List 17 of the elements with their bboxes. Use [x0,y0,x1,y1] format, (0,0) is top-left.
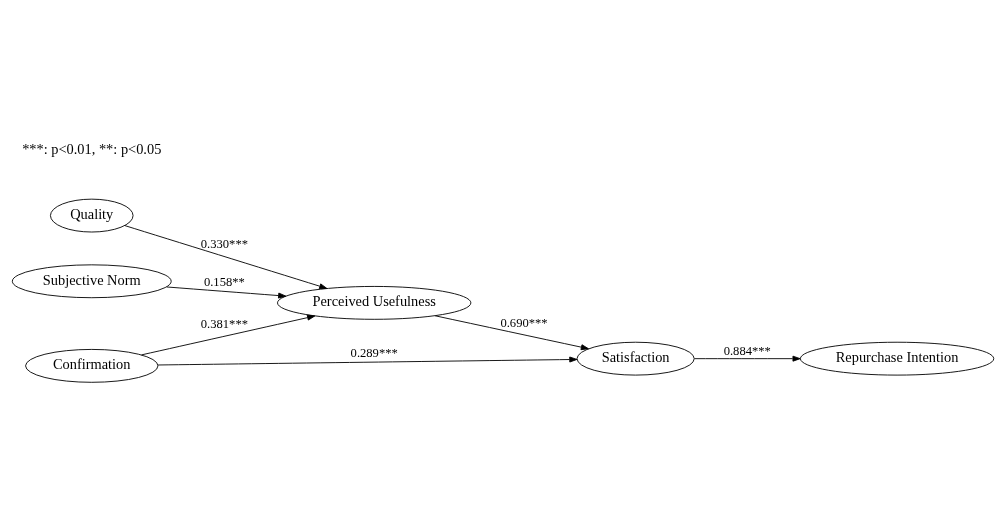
label: ***: p<0.01, **: p<0.05 [22,141,162,158]
arrow [141,314,316,356]
arrow [124,225,328,290]
edge-label: 0.158** [203,274,245,289]
arrow [157,356,578,366]
node-ellipse: Subjective Norm [11,264,172,299]
arrow [166,286,287,299]
edge-label: 0.884*** [723,344,771,359]
node-ellipse: Repurchase Intention [799,341,995,376]
node-ellipse: Confirmation [25,348,159,383]
node-ellipse: Quality [50,198,134,233]
arrow [434,315,589,351]
arrow [694,355,801,362]
edge-label: 0.381*** [200,317,248,332]
edge-label: 0.289*** [350,346,398,361]
edge-label: 0.690*** [500,316,548,331]
edge-label: 0.330*** [200,237,248,252]
